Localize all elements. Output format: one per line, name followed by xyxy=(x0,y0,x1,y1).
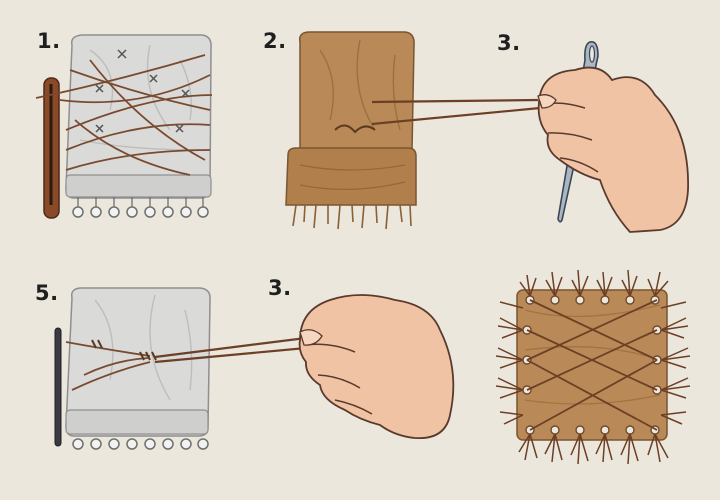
panel-finished-square xyxy=(495,269,691,465)
panel-2-burlap xyxy=(285,31,541,230)
step-label-5: 5. xyxy=(35,281,59,305)
step-label-3-top: 3. xyxy=(497,31,521,55)
step-label-1: 1. xyxy=(37,29,61,53)
step-label-2: 2. xyxy=(263,29,287,53)
panel-5-grey-fabric xyxy=(54,287,307,450)
panel-1-grey-fabric xyxy=(35,34,213,219)
panel-3b-hand xyxy=(298,294,455,439)
panel-3-hand-needle xyxy=(537,40,689,233)
step-label-3-bottom: 3. xyxy=(268,276,292,300)
